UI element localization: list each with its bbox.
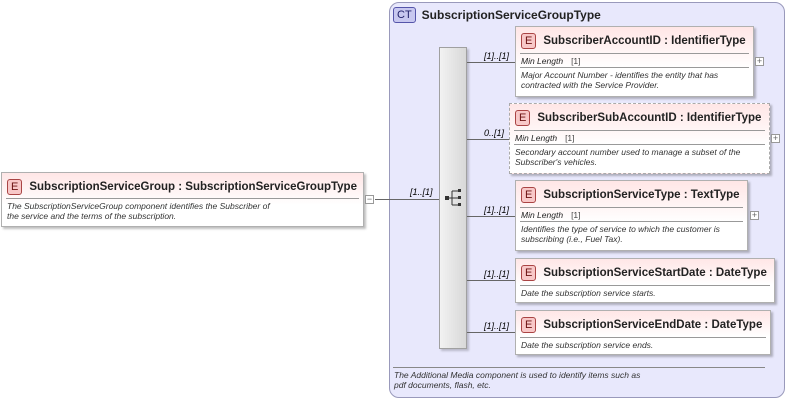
child-cardinality: [1]..[1] xyxy=(484,269,510,279)
element-divider xyxy=(520,285,770,286)
element-documentation: Secondary account number used to manage … xyxy=(515,147,741,167)
child-connector-line xyxy=(467,280,515,281)
child-cardinality: [1]..[1] xyxy=(484,205,510,215)
element-documentation: Major Account Number - identifies the en… xyxy=(521,70,719,90)
element-title: E SubscriptionServiceStartDate : DateTyp… xyxy=(521,265,767,281)
element-box-subscription-service-start-date[interactable]: E SubscriptionServiceStartDate : DateTyp… xyxy=(515,258,775,303)
child-connector-line xyxy=(467,139,509,140)
complex-type-documentation: The Additional Media component is used t… xyxy=(394,370,694,390)
element-badge: E xyxy=(521,317,537,333)
sequence-icon xyxy=(445,189,461,206)
child-connector-line xyxy=(467,216,515,217)
element-title: E SubscriberAccountID : IdentifierType xyxy=(521,33,746,49)
root-element-box[interactable]: E SubscriptionServiceGroup : Subscriptio… xyxy=(1,172,364,227)
element-name: SubscriberSubAccountID : IdentifierType xyxy=(537,112,762,124)
element-box-subscriber-account-id[interactable]: E SubscriberAccountID : IdentifierType M… xyxy=(515,26,754,97)
element-name: SubscriptionServiceEndDate : DateType xyxy=(543,319,763,331)
root-connector-line xyxy=(375,199,439,200)
element-badge: E xyxy=(515,110,531,126)
element-divider xyxy=(520,53,749,54)
footer-divider xyxy=(393,367,765,368)
child-cardinality: [1]..[1] xyxy=(484,51,510,61)
element-box-subscriber-sub-account-id[interactable]: E SubscriberSubAccountID : IdentifierTyp… xyxy=(509,103,770,174)
element-title: E SubscriberSubAccountID : IdentifierTyp… xyxy=(515,110,761,126)
child-connector-line xyxy=(467,62,515,63)
element-divider xyxy=(520,67,749,68)
root-element-title: E SubscriptionServiceGroup : Subscriptio… xyxy=(7,179,357,195)
element-documentation: Date the subscription service ends. xyxy=(521,340,654,350)
facet-min-length: Min Length[1] xyxy=(521,210,581,220)
element-box-subscription-service-type[interactable]: E SubscriptionServiceType : TextType Min… xyxy=(515,180,748,251)
element-divider xyxy=(514,130,765,131)
element-name: SubscriberAccountID : IdentifierType xyxy=(543,35,746,47)
element-documentation: Identifies the type of service to which … xyxy=(521,224,720,244)
root-element-name: SubscriptionServiceGroup : SubscriptionS… xyxy=(29,181,357,193)
element-divider xyxy=(520,221,743,222)
element-name: SubscriptionServiceStartDate : DateType xyxy=(543,267,767,279)
child-cardinality: [1]..[1] xyxy=(484,321,510,331)
element-title: E SubscriptionServiceEndDate : DateType xyxy=(521,317,762,333)
element-divider xyxy=(520,337,766,338)
child-cardinality: 0..[1] xyxy=(484,128,505,138)
complex-type-name: SubscriptionServiceGroupType xyxy=(421,8,601,22)
root-cardinality: [1..[1] xyxy=(410,187,433,197)
facet-min-length: Min Length[1] xyxy=(521,56,581,66)
element-badge: E xyxy=(521,33,537,49)
element-divider xyxy=(514,144,765,145)
expand-icon[interactable]: + xyxy=(771,133,780,143)
footer-doc-line: The Additional Media component is used t… xyxy=(394,370,641,380)
facet-min-length: Min Length[1] xyxy=(515,133,575,143)
expand-icon[interactable]: + xyxy=(750,210,759,220)
element-box-subscription-service-end-date[interactable]: E SubscriptionServiceEndDate : DateType … xyxy=(515,310,771,355)
element-divider xyxy=(6,198,359,199)
element-name: SubscriptionServiceType : TextType xyxy=(543,189,740,201)
footer-doc-line: pdf documents, flash, etc. xyxy=(394,380,491,390)
element-divider xyxy=(520,207,743,208)
element-title: E SubscriptionServiceType : TextType xyxy=(521,187,740,203)
element-documentation: Date the subscription service starts. xyxy=(521,288,656,298)
sequence-compositor[interactable] xyxy=(439,47,467,349)
element-badge: E xyxy=(7,179,23,195)
complex-type-badge: CT xyxy=(393,7,416,23)
child-connector-line xyxy=(467,332,515,333)
collapse-icon[interactable]: − xyxy=(365,194,374,204)
element-badge: E xyxy=(521,265,537,281)
root-element-documentation: The SubscriptionServiceGroup component i… xyxy=(7,201,270,221)
complex-type-header: CT SubscriptionServiceGroupType xyxy=(393,7,601,23)
element-badge: E xyxy=(521,187,537,203)
expand-icon[interactable]: + xyxy=(755,56,764,66)
